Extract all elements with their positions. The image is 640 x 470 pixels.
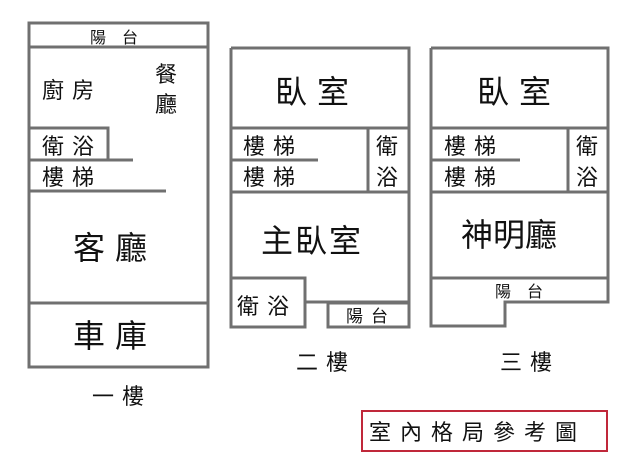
title-box: 室內格局參考圖 bbox=[361, 410, 608, 452]
room-stairs-2: 樓梯 bbox=[444, 166, 504, 191]
room-balcony: 陽台 bbox=[346, 307, 396, 327]
wall bbox=[231, 276, 307, 302]
floor-1-plan: 陽台 廚房 餐 廳 衛浴 樓梯 客廳 車庫 一樓 bbox=[27, 21, 210, 410]
room-bathroom: 衛浴 bbox=[42, 135, 102, 160]
room-stairs-1: 樓梯 bbox=[243, 135, 303, 160]
floor-2-plan: 臥室 樓梯 樓梯 衛 浴 主臥室 衛浴 陽台 二樓 bbox=[229, 46, 411, 376]
room-stairs-1: 樓梯 bbox=[444, 135, 504, 160]
room-stairs: 樓梯 bbox=[42, 166, 102, 191]
room-dining-1: 餐 bbox=[155, 63, 185, 88]
room-stairs-2: 樓梯 bbox=[243, 166, 303, 191]
title-box-border bbox=[361, 410, 608, 452]
room-bedroom: 臥室 bbox=[477, 73, 561, 111]
room-garage: 車庫 bbox=[73, 317, 157, 355]
floor-3-outline bbox=[429, 46, 610, 328]
room-master-bedroom: 主臥室 bbox=[261, 222, 363, 260]
floor-3-plan: 臥室 樓梯 樓梯 衛 浴 神明廳 陽台 三樓 bbox=[429, 46, 610, 376]
room-living: 客廳 bbox=[73, 229, 157, 267]
room-bath-1: 衛 bbox=[576, 135, 606, 160]
wall bbox=[29, 126, 110, 160]
room-balcony: 陽台 bbox=[90, 28, 154, 47]
floor-3-caption: 三樓 bbox=[500, 351, 560, 376]
floor-2-caption: 二樓 bbox=[296, 351, 356, 376]
room-dining-2: 廳 bbox=[155, 93, 185, 118]
balcony-outline bbox=[326, 301, 411, 329]
floor-1-outline bbox=[27, 21, 210, 369]
room-bathroom: 衛浴 bbox=[237, 295, 297, 320]
title-label: 室內格局參考圖 bbox=[369, 421, 586, 446]
room-shrine: 神明廳 bbox=[461, 216, 557, 254]
room-kitchen: 廚房 bbox=[42, 79, 102, 104]
room-bath-1: 衛 bbox=[376, 135, 406, 160]
room-bedroom: 臥室 bbox=[275, 73, 359, 111]
room-bath-2: 浴 bbox=[376, 166, 406, 191]
room-bath-2: 浴 bbox=[576, 166, 606, 191]
room-balcony: 陽台 bbox=[495, 282, 559, 301]
floor-1-caption: 一樓 bbox=[92, 385, 152, 410]
